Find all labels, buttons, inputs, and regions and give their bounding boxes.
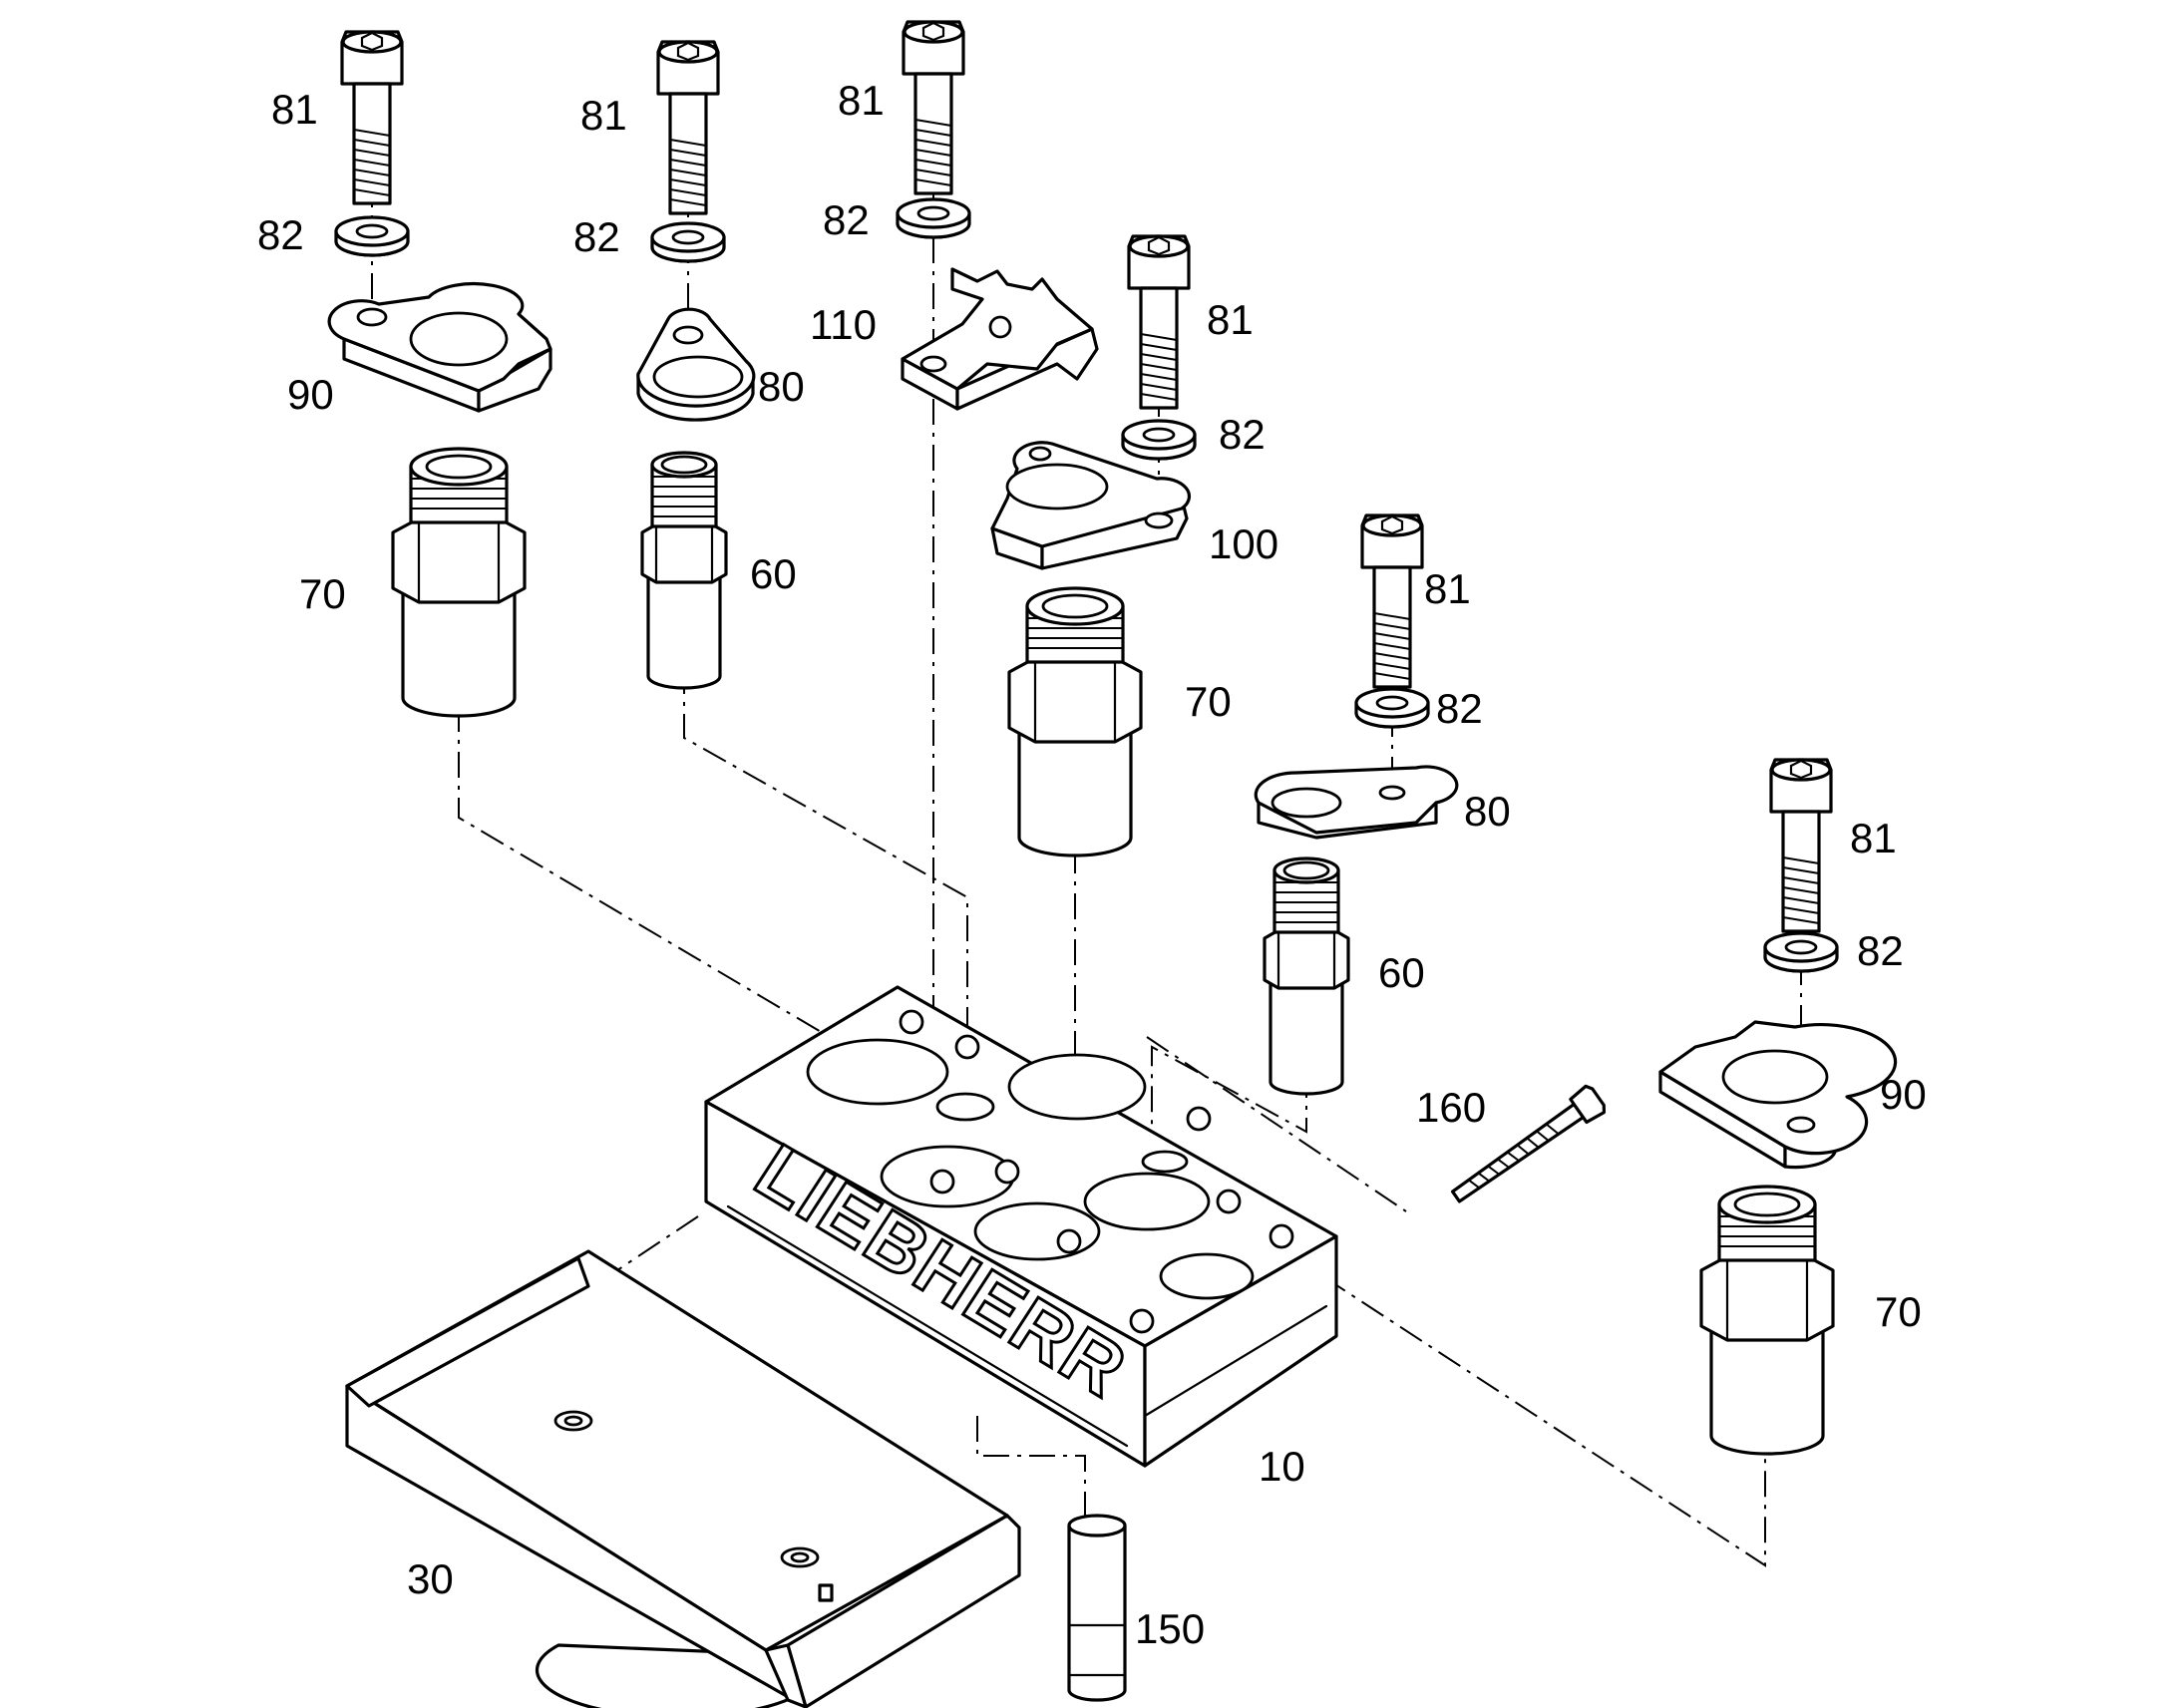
callout-10: 10 xyxy=(1259,1443,1305,1490)
nozzle-70 xyxy=(391,447,527,718)
callout-30: 30 xyxy=(407,1555,454,1602)
screw-160 xyxy=(1450,1084,1607,1203)
callout-82: 82 xyxy=(1219,411,1266,458)
bolt-81 xyxy=(902,20,965,195)
washer-82 xyxy=(1354,687,1430,729)
washer-82 xyxy=(334,215,410,257)
pin-150 xyxy=(1067,1514,1127,1702)
callout-90: 90 xyxy=(1880,1071,1927,1118)
clamp-80 xyxy=(1254,765,1459,840)
callout-80: 80 xyxy=(758,363,805,410)
callout-81: 81 xyxy=(1207,296,1254,343)
callout-82: 82 xyxy=(823,196,870,243)
nozzle-70 xyxy=(1699,1185,1835,1456)
callout-70: 70 xyxy=(299,570,346,617)
callout-82: 82 xyxy=(1436,685,1483,732)
callout-82: 82 xyxy=(1857,927,1904,974)
callout-81: 81 xyxy=(838,77,885,124)
bolt-81 xyxy=(340,30,404,205)
clamp-80 xyxy=(636,307,756,422)
callout-81: 81 xyxy=(580,92,627,139)
callout-160: 160 xyxy=(1416,1084,1486,1131)
callout-70: 70 xyxy=(1185,678,1232,725)
callout-110: 110 xyxy=(810,301,877,348)
callout-90: 90 xyxy=(287,371,334,418)
washer-82 xyxy=(896,197,971,239)
washer-82 xyxy=(650,221,726,263)
callout-82: 82 xyxy=(573,213,620,260)
bolt-81 xyxy=(656,40,720,215)
callout-81: 81 xyxy=(1850,815,1897,861)
callout-100: 100 xyxy=(1209,520,1278,567)
nozzle-70 xyxy=(1007,586,1143,857)
clamp-110 xyxy=(901,267,1099,411)
callout-81: 81 xyxy=(1424,565,1471,612)
washer-82 xyxy=(1763,931,1839,973)
callout-60: 60 xyxy=(750,550,797,597)
bolt-81 xyxy=(1360,513,1424,689)
clamp-90 xyxy=(1658,1020,1898,1170)
bolt-81 xyxy=(1769,758,1833,933)
nozzle-60 xyxy=(640,451,728,690)
base-plate-30 xyxy=(345,1249,1021,1708)
nozzle-60 xyxy=(1263,856,1350,1096)
callout-82: 82 xyxy=(257,211,304,258)
callout-81: 81 xyxy=(271,86,318,133)
callout-labels: 81 81 81 81 81 81 82 82 82 82 82 82 90 9… xyxy=(257,77,1927,1652)
clamp-90 xyxy=(327,281,552,413)
callout-150: 150 xyxy=(1135,1605,1205,1652)
clamp-100 xyxy=(990,441,1192,570)
callout-80: 80 xyxy=(1464,788,1511,835)
callout-60: 60 xyxy=(1378,949,1425,996)
bolt-81 xyxy=(1127,234,1191,410)
callout-70: 70 xyxy=(1875,1288,1922,1335)
washer-82 xyxy=(1121,419,1197,461)
